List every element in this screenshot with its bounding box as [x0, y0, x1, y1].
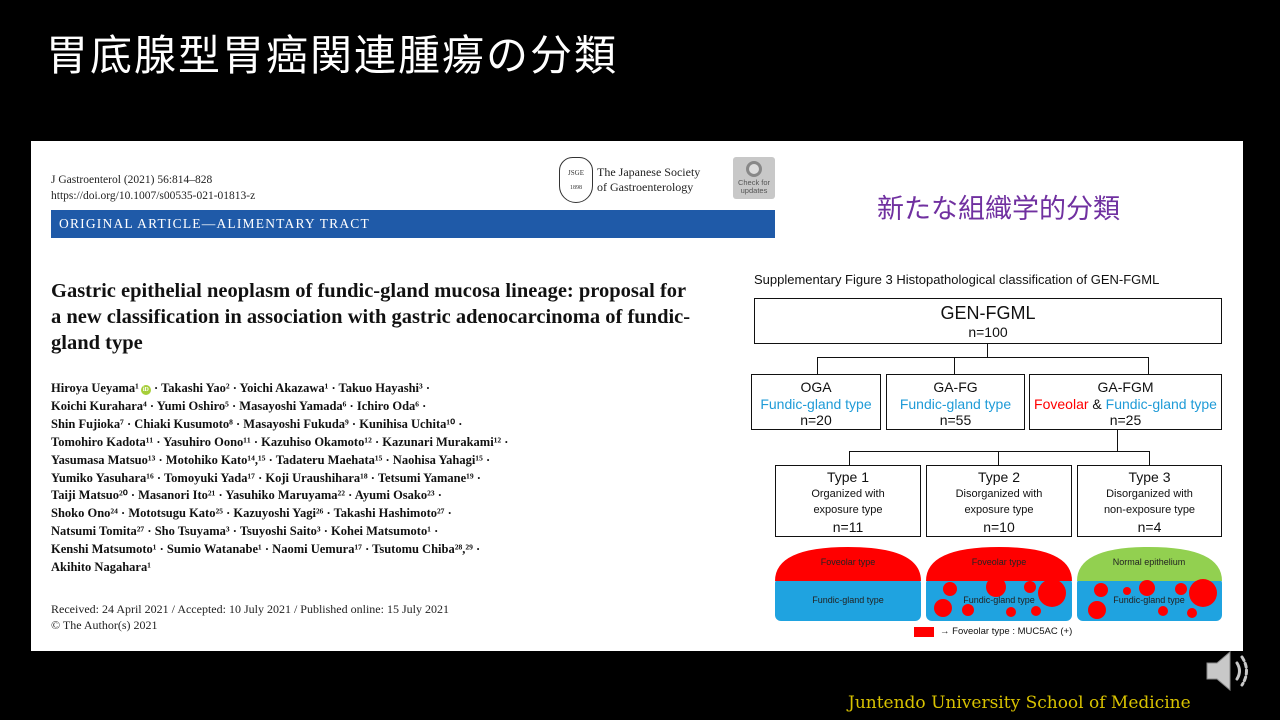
legend-label: → Foveolar type : MUC5AC (+) [940, 626, 1073, 637]
connector [954, 357, 956, 374]
schematic-type-3: Normal epithelium Fundic-gland type [1077, 547, 1222, 621]
node-gen-fgml: GEN-FGML n=100 [754, 298, 1222, 344]
publication-dates: Received: 24 April 2021 / Accepted: 10 J… [51, 601, 449, 633]
society-name: The Japanese Society of Gastroenterology [597, 165, 701, 194]
article-title: Gastric epithelial neoplasm of fundic-gl… [51, 280, 691, 354]
author-line: Shin Fujioka⁷ · Chiaki Kusumoto⁸ · Masay… [51, 416, 463, 431]
footer-institution: Juntendo University School of Medicine [848, 693, 1191, 713]
doi-link[interactable]: https://doi.org/10.1007/s00535-021-01813… [51, 190, 256, 202]
connector [817, 357, 819, 374]
content-panel: J Gastroenterol (2021) 56:814–828 https:… [31, 141, 1243, 651]
figure-caption: Supplementary Figure 3 Histopathological… [754, 272, 1160, 287]
connector [1117, 430, 1119, 451]
svg-text:Fundic-gland type: Fundic-gland type [812, 595, 884, 605]
author-line: Shoko Ono²⁴ · Mototsugu Kato²⁵ · Kazuyos… [51, 506, 452, 521]
check-updates-label: Check for updates [737, 178, 771, 195]
svg-text:Fundic-gland type: Fundic-gland type [963, 595, 1035, 605]
author-line: Natsumi Tomita²⁷ · Sho Tsuyama³ · Tsuyos… [51, 524, 439, 539]
check-for-updates-badge[interactable]: Check for updates [733, 157, 775, 199]
slide-title: 胃底腺型胃癌関連腫瘍の分類 [46, 31, 619, 80]
connector [849, 451, 851, 465]
author-line: Akihito Nagahara¹ [51, 560, 151, 575]
received-dates: Received: 24 April 2021 / Accepted: 10 J… [51, 602, 449, 616]
speaker-icon[interactable] [1204, 648, 1256, 694]
schematic-type-1: Foveolar type Fundic-gland type [775, 547, 921, 621]
section-heading: 新たな組織学的分類 [877, 194, 1120, 225]
author-line: Tomohiro Kadota¹¹ · Yasuhiro Oono¹¹ · Ka… [51, 434, 509, 449]
author-line: Yasumasa Matsuo¹³ · Motohiko Kato¹⁴,¹⁵ ·… [51, 452, 491, 467]
article-category-bar: ORIGINAL ARTICLE—ALIMENTARY TRACT [51, 210, 775, 238]
connector [849, 451, 1150, 453]
author-line: Kenshi Matsumoto¹ · Sumio Watanabe¹ · Na… [51, 542, 481, 557]
node-type-2: Type 2 Disorganized with exposure type n… [926, 465, 1072, 537]
journal-reference: J Gastroenterol (2021) 56:814–828 [51, 174, 213, 186]
node-type-1: Type 1 Organized with exposure type n=11 [775, 465, 921, 537]
schematic-type-2: Foveolar type Fundic-gland type [926, 547, 1072, 621]
copyright: © The Author(s) 2021 [51, 618, 158, 632]
figure-legend: → Foveolar type : MUC5AC (+) [914, 626, 1072, 637]
svg-text:Foveolar type: Foveolar type [972, 557, 1027, 567]
author-line: Koichi Kurahara⁴ · Yumi Oshiro⁵ · Masayo… [51, 398, 427, 413]
svg-text:Fundic-gland type: Fundic-gland type [1113, 595, 1185, 605]
orcid-icon[interactable]: iD [140, 385, 151, 395]
connector [1149, 451, 1151, 465]
connector [817, 357, 1148, 359]
node-ga-fg: GA-FG Fundic-gland type n=55 [886, 374, 1025, 430]
connector [1148, 357, 1150, 374]
jsge-logo: JSGE 1898 The Japanese Society of Gastro… [559, 157, 700, 203]
svg-text:Foveolar type: Foveolar type [821, 557, 876, 567]
node-ga-fgm: GA-FGM Foveolar & Fundic-gland type n=25 [1029, 374, 1222, 430]
journal-citation: J Gastroenterol (2021) 56:814–828 https:… [51, 172, 255, 204]
node-oga: OGA Fundic-gland type n=20 [751, 374, 881, 430]
jsge-seal-icon: JSGE 1898 [559, 157, 593, 203]
author-line: Taiji Matsuo²⁰ · Masanori Ito²¹ · Yasuhi… [51, 488, 442, 503]
connector [987, 344, 989, 357]
author-line: Yumiko Yasuhara¹⁶ · Tomoyuki Yada¹⁷ · Ko… [51, 470, 481, 485]
svg-text:Normal epithelium: Normal epithelium [1113, 557, 1186, 567]
red-swatch-icon [914, 626, 934, 637]
node-type-3: Type 3 Disorganized with non-exposure ty… [1077, 465, 1222, 537]
update-icon [746, 161, 762, 177]
connector [998, 451, 1000, 465]
